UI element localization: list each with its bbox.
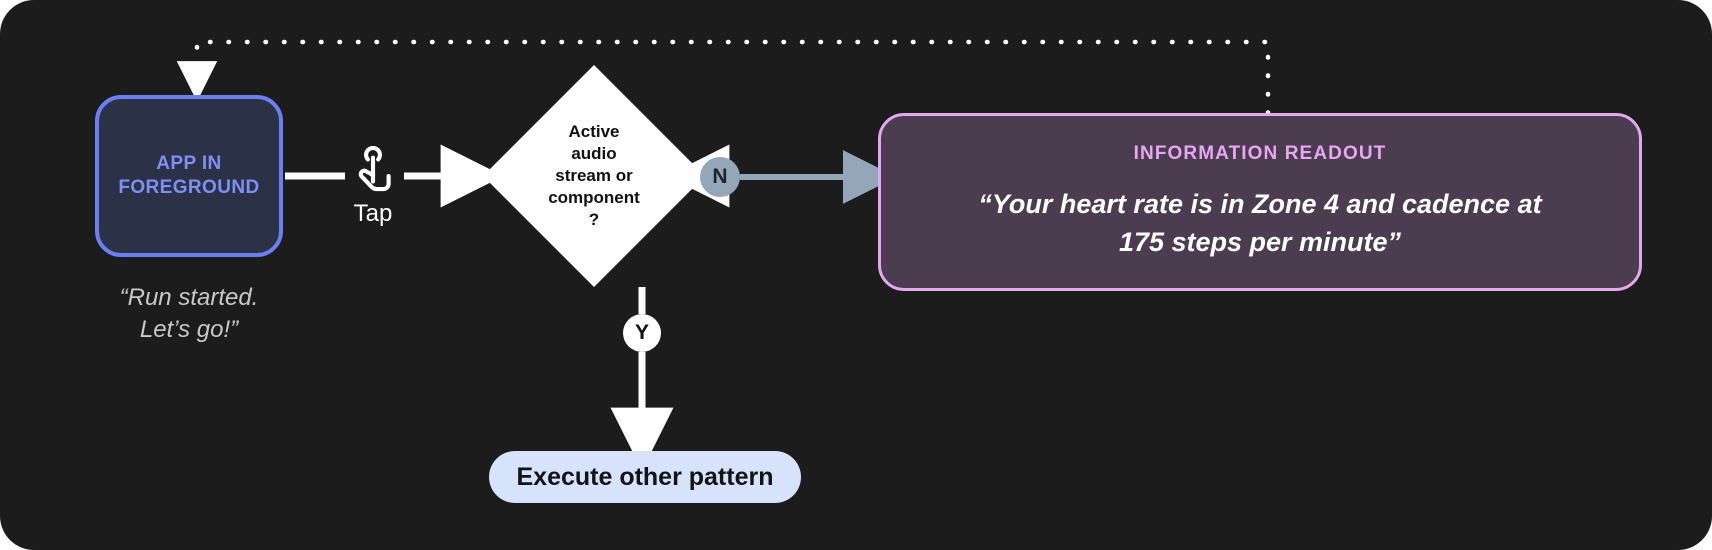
readout-body-line2: 175 steps per minute” (1118, 227, 1402, 257)
app-node-label: APP IN FOREGROUND (118, 152, 259, 200)
decision-label-line4: component (548, 188, 640, 208)
decision-label-line1: Active (568, 121, 620, 141)
tap-icon (358, 146, 391, 192)
node-execute-other-pattern[interactable]: Execute other pattern (489, 451, 801, 503)
readout-title: INFORMATION READOUT (1133, 142, 1387, 164)
branch-badge-no: N (700, 157, 740, 197)
branch-badge-yes: Y (623, 314, 661, 352)
app-node-caption: “Run started. Let’s go!” (60, 282, 318, 345)
app-caption-line2: Let’s go!” (139, 315, 239, 343)
decision-label-line5: ? (588, 210, 600, 230)
readout-body-line1: “Your heart rate is in Zone 4 and cadenc… (978, 188, 1542, 219)
gesture-tap[interactable]: Tap (336, 146, 410, 228)
gesture-tap-label: Tap (353, 200, 393, 227)
execute-node-label: Execute other pattern (516, 462, 774, 491)
app-node-label-line2: FOREGROUND (118, 177, 260, 198)
node-decision-audio-stream[interactable]: Active audio stream or component ? (483, 65, 705, 287)
readout-body: “Your heart rate is in Zone 4 and cadenc… (930, 185, 1590, 262)
decision-label-line2: audio (571, 143, 617, 163)
decision-diamond-shape (483, 65, 705, 287)
app-caption-line1: “Run started. (119, 284, 259, 311)
branch-badge-yes-label: Y (634, 321, 649, 344)
decision-label-line3: stream or (555, 165, 633, 185)
connector-feedback-loop (176, 39, 1271, 116)
node-app-in-foreground[interactable]: APP IN FOREGROUND (95, 95, 283, 257)
branch-badge-no-label: N (712, 165, 728, 188)
node-information-readout[interactable]: INFORMATION READOUT “Your heart rate is … (878, 113, 1642, 291)
app-node-label-line1: APP IN (156, 153, 222, 175)
decision-label: Active audio stream or component ? (483, 65, 705, 287)
